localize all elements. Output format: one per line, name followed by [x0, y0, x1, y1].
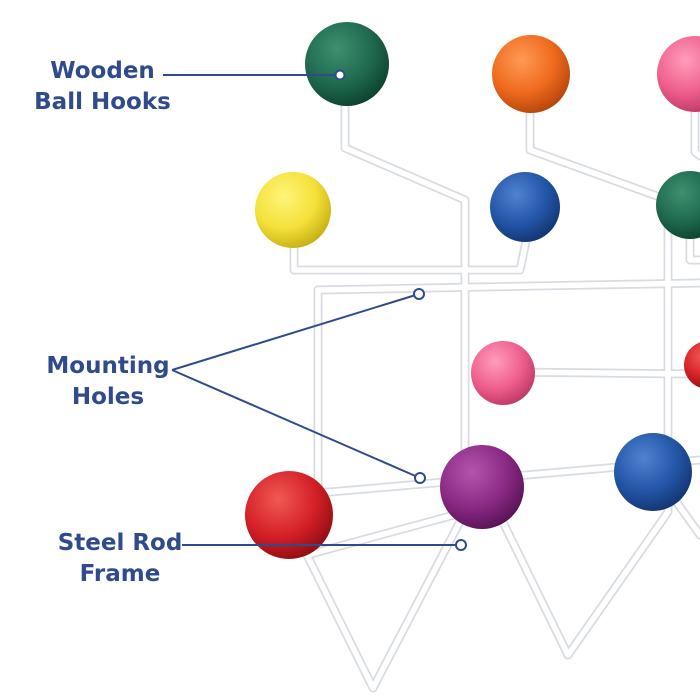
ball-red-right: [684, 342, 700, 388]
label-steel-rod-frame: Steel Rod Frame: [50, 528, 190, 590]
wooden-balls: [245, 22, 700, 559]
label-wooden-ball-hooks: Wooden Ball Hooks: [30, 56, 175, 118]
label-wooden-ball-hooks-line2: Ball Hooks: [34, 89, 171, 115]
leader-mounting-hole-top: [171, 293, 420, 371]
label-mounting-holes-line1: Mounting: [46, 353, 170, 379]
ball-blue-middle: [490, 172, 560, 242]
marker-mounting-hole-bottom: [414, 472, 426, 484]
label-steel-rod-frame-line2: Frame: [79, 561, 161, 587]
label-steel-rod-frame-line1: Steel Rod: [57, 530, 183, 556]
ball-pink-top: [657, 36, 700, 112]
ball-blue-lower: [614, 433, 692, 511]
ball-green-top: [305, 22, 389, 106]
ball-orange-top: [492, 35, 570, 113]
ball-purple: [440, 445, 524, 529]
marker-steel-rod: [455, 539, 467, 551]
marker-mounting-hole-top: [413, 288, 425, 300]
ball-pink-middle: [471, 341, 535, 405]
leader-mounting-hole-bottom: [171, 369, 421, 479]
ball-red-lower: [245, 471, 333, 559]
label-mounting-holes-line2: Holes: [71, 384, 145, 410]
ball-green-right: [656, 171, 700, 239]
label-wooden-ball-hooks-line1: Wooden: [50, 58, 155, 84]
ball-yellow: [255, 172, 331, 248]
label-mounting-holes: Mounting Holes: [28, 351, 188, 413]
callout-markers: [334, 69, 467, 551]
marker-ball-hooks: [334, 69, 346, 81]
callout-leaders: [163, 74, 461, 546]
